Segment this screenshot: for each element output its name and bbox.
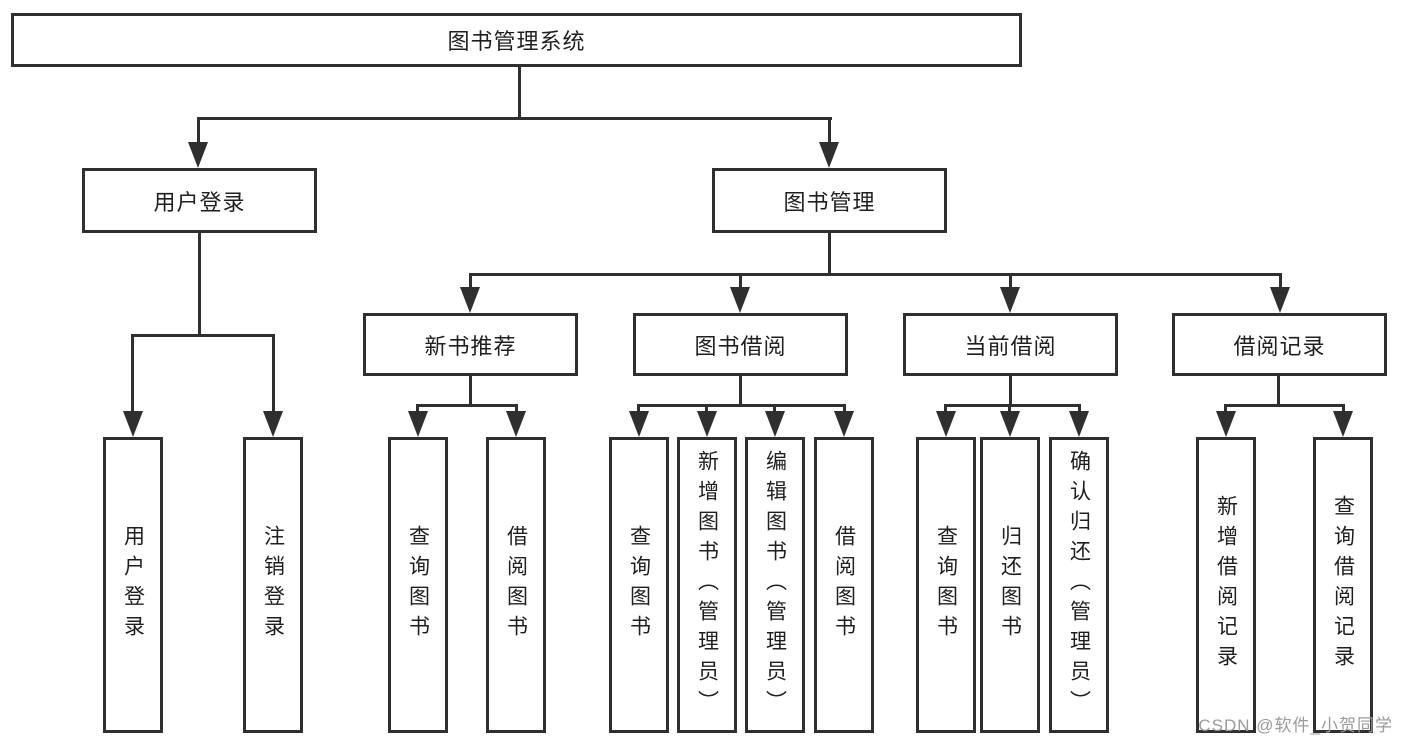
connector-line [944, 404, 947, 416]
node-label: 借阅图书 [504, 525, 528, 645]
leaf-user-login: 用户登录 [103, 437, 163, 733]
arrowhead [765, 411, 785, 437]
leaf-add-books-admin: 新增图书（管理员） [677, 437, 737, 733]
leaf-add-borrow-record: 新增借阅记录 [1196, 437, 1256, 733]
connector-line [828, 233, 831, 276]
connector-line [705, 404, 708, 416]
arrowhead [819, 142, 839, 168]
node-label: 借阅记录 [1233, 333, 1326, 359]
arrowhead [834, 411, 854, 437]
connector-line [518, 67, 521, 120]
leaf-recommend-query-books: 查询图书 [388, 437, 448, 733]
node-label: 新书推荐 [424, 333, 517, 359]
node-label: 归还图书 [998, 525, 1022, 645]
connector-line [637, 404, 640, 416]
connector-line [843, 404, 846, 416]
node-label: 编辑图书（管理员） [763, 450, 787, 720]
arrowhead [1000, 411, 1020, 437]
connector-line [739, 376, 742, 407]
connector-line [515, 404, 518, 416]
node-label: 当前借阅 [964, 333, 1057, 359]
arrowhead [1216, 411, 1236, 437]
connector-line [416, 404, 518, 407]
node-root-system: 图书管理系统 [11, 13, 1022, 67]
node-label: 查询图书 [627, 525, 651, 645]
connector-line [416, 404, 419, 416]
arrowhead [730, 287, 750, 313]
node-book-management: 图书管理 [712, 168, 947, 233]
connector-line [197, 117, 832, 120]
node-label: 查询借阅记录 [1331, 495, 1355, 675]
leaf-current-query-books: 查询图书 [916, 437, 976, 733]
node-label: 查询图书 [934, 525, 958, 645]
node-label: 用户登录 [121, 525, 145, 645]
connector-line [1008, 404, 1011, 416]
arrowhead [1069, 411, 1089, 437]
connector-line [198, 233, 201, 337]
connector-line [1224, 404, 1345, 407]
connector-line [1279, 273, 1282, 292]
connector-line [469, 376, 472, 407]
arrowhead [506, 411, 526, 437]
arrowhead [1333, 411, 1353, 437]
arrowhead [697, 411, 717, 437]
leaf-query-borrow-record: 查询借阅记录 [1313, 437, 1373, 733]
connector-line [1009, 376, 1012, 407]
leaf-edit-books-admin: 编辑图书（管理员） [745, 437, 805, 733]
arrowhead [123, 411, 143, 437]
node-book-borrow: 图书借阅 [633, 313, 848, 376]
arrowhead [408, 411, 428, 437]
node-label: 借阅图书 [832, 525, 856, 645]
arrowhead [936, 411, 956, 437]
node-label: 图书借阅 [694, 333, 787, 359]
leaf-borrow-books: 借阅图书 [814, 437, 874, 733]
arrowhead [629, 411, 649, 437]
node-current-borrow: 当前借阅 [903, 313, 1118, 376]
connector-line [828, 117, 831, 147]
connector-line [739, 273, 742, 292]
leaf-borrow-query-books: 查询图书 [609, 437, 669, 733]
node-label: 新增图书（管理员） [695, 450, 719, 720]
arrowhead [263, 411, 283, 437]
connector-line [1224, 404, 1227, 416]
node-label: 图书管理系统 [447, 29, 586, 54]
connector-line [773, 404, 776, 416]
connector-line [944, 404, 1081, 407]
node-label: 新增借阅记录 [1214, 495, 1238, 675]
node-user-login: 用户登录 [82, 168, 317, 233]
arrowhead [460, 287, 480, 313]
connector-line [197, 117, 200, 147]
connector-line [1078, 404, 1081, 416]
node-new-book-recommend: 新书推荐 [363, 313, 578, 376]
arrowhead [188, 142, 208, 168]
node-borrow-records: 借阅记录 [1172, 313, 1387, 376]
leaf-confirm-return-admin: 确认归还（管理员） [1049, 437, 1109, 733]
connector-line [1277, 376, 1280, 407]
node-label: 图书管理 [783, 189, 876, 215]
connector-line [637, 404, 846, 407]
node-label: 用户登录 [153, 189, 246, 215]
connector-line [272, 334, 275, 416]
node-label: 确认归还（管理员） [1067, 450, 1091, 720]
connector-line [469, 273, 472, 292]
connector-line [1009, 273, 1012, 292]
arrowhead [1000, 287, 1020, 313]
connector-line [1342, 404, 1345, 416]
connector-line [131, 334, 134, 416]
connector-line [469, 273, 1282, 276]
leaf-recommend-borrow-books: 借阅图书 [486, 437, 546, 733]
leaf-return-books: 归还图书 [980, 437, 1040, 733]
node-label: 注销登录 [261, 525, 285, 645]
node-label: 查询图书 [406, 525, 430, 645]
arrowhead [1270, 287, 1290, 313]
connector-line [131, 334, 275, 337]
leaf-logout: 注销登录 [243, 437, 303, 733]
csdn-watermark: CSDN @软件_小贺同学 [1198, 716, 1393, 735]
